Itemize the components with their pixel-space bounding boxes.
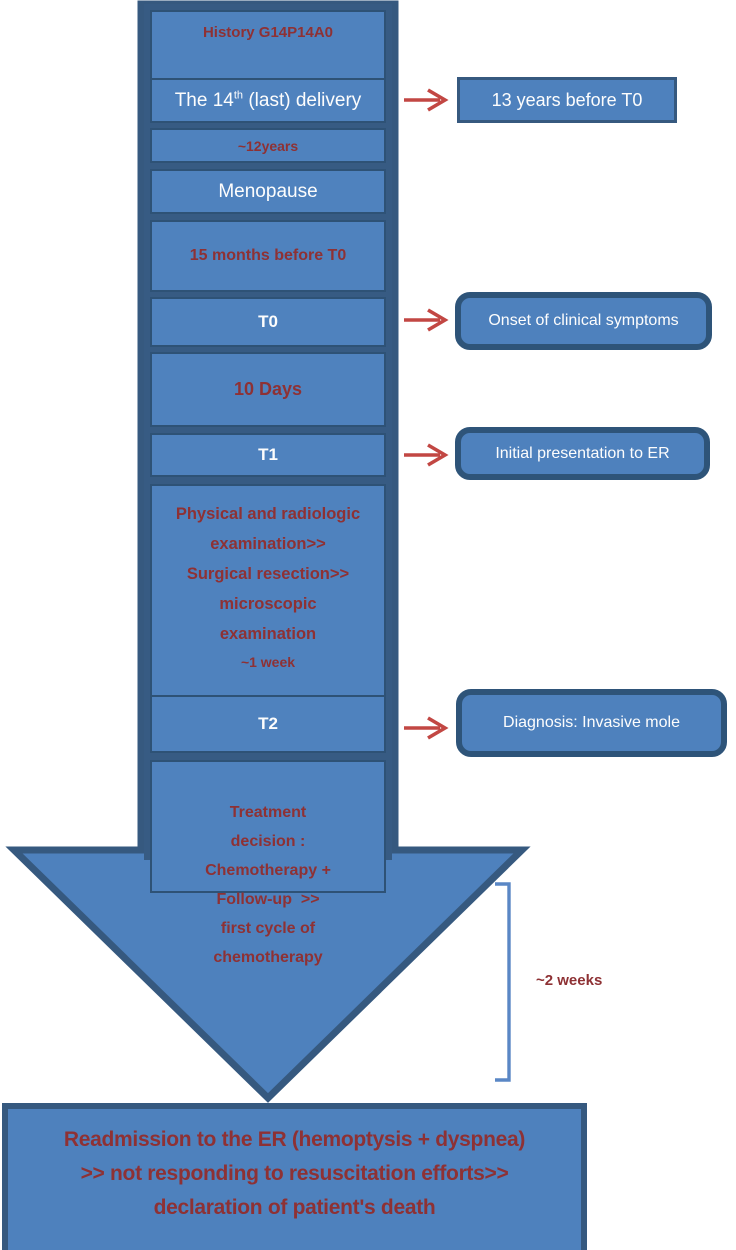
duration-bracket (495, 882, 511, 1082)
callout-initial-presentation-label: Initial presentation to ER (495, 444, 670, 462)
callout-onset-symptoms: Onset of clinical symptoms (455, 292, 712, 350)
two-weeks-label: ~2 weeks (536, 972, 603, 989)
callout-diagnosis-label: Diagnosis: Invasive mole (503, 714, 680, 731)
arrow-to-t2-callout (404, 716, 449, 740)
delivery-label: The 14th (last) delivery (174, 89, 362, 111)
callout-initial-presentation: Initial presentation to ER (455, 427, 710, 480)
callout-13-years-label: 13 years before T0 (491, 89, 643, 110)
procedure-duration-label: ~1 week (240, 654, 296, 670)
outcome-box: Readmission to the ER (hemoptysis + dysp… (2, 1103, 587, 1250)
interval-10-days-label: 10 Days (233, 379, 303, 399)
segment-treatment-box (150, 760, 386, 893)
treatment-text: Treatment decision : Chemotherapy + Foll… (205, 804, 331, 966)
outcome-line: Readmission to the ER (hemoptysis + dysp… (63, 1128, 526, 1151)
segment-last-delivery: The 14th (last) delivery (150, 78, 386, 123)
interval-12years-label: ~12years (237, 137, 299, 154)
t0-label: T0 (258, 312, 278, 331)
segment-10-days: 10 Days (150, 352, 386, 427)
segment-history: History G14P14A0 (150, 10, 386, 84)
outcome-line: >> not responding to resuscitation effor… (80, 1162, 509, 1185)
procedure-text: Physical and radiologic examination>> Su… (152, 499, 384, 675)
arrow-to-t0-callout (404, 308, 449, 332)
callout-onset-symptoms-label: Onset of clinical symptoms (488, 312, 679, 329)
interval-15-months-label: 15 months before T0 (189, 247, 347, 264)
outcome-line: declaration of patient's death (153, 1196, 436, 1219)
segment-menopause: Menopause (150, 169, 386, 214)
callout-13-years: 13 years before T0 (457, 77, 677, 123)
segment-interval-12years: ~12years (150, 128, 386, 163)
segment-15-months: 15 months before T0 (150, 220, 386, 292)
segment-t0: T0 (150, 297, 386, 347)
history-label: History G14P14A0 (202, 24, 334, 41)
callout-diagnosis: Diagnosis: Invasive mole (456, 689, 727, 757)
segment-t1: T1 (150, 433, 386, 477)
menopause-label: Menopause (218, 180, 318, 202)
segment-t2: T2 (150, 695, 386, 753)
t2-label: T2 (258, 714, 278, 733)
segment-procedures: Physical and radiologic examination>> Su… (150, 484, 386, 703)
arrow-to-t1-callout (404, 443, 449, 467)
t1-label: T1 (258, 445, 278, 464)
arrow-to-delivery-callout (404, 88, 449, 112)
